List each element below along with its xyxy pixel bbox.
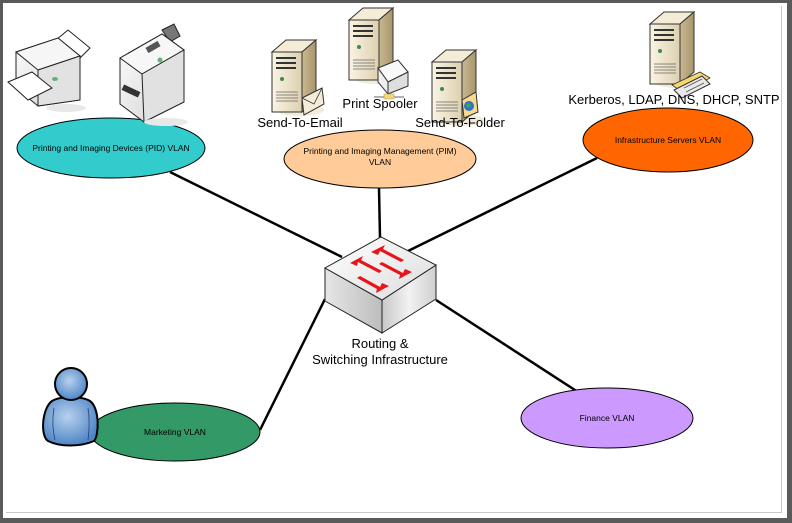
- hub-label-line2: Switching Infrastructure: [312, 352, 448, 367]
- inkjet-printer-icon: [7, 29, 91, 112]
- vlan-finance-ellipse[interactable]: [520, 387, 694, 449]
- send-to-folder-label: Send-To-Folder: [415, 115, 505, 130]
- vlan-finance-label: Finance VLAN: [579, 413, 635, 423]
- link-hub-to-finance: [435, 298, 579, 394]
- vlan-pim-label-line2: VLAN: [368, 157, 392, 167]
- network-switch-icon[interactable]: [323, 236, 437, 334]
- vlan-pid-ellipse[interactable]: [16, 117, 206, 179]
- link-hub-to-infra: [407, 156, 598, 253]
- vlan-pim-ellipse[interactable]: [283, 129, 477, 189]
- hub-label: Routing & Switching Infrastructure: [300, 336, 460, 368]
- switch-arrows-icon: [350, 245, 412, 293]
- send-to-email-label: Send-To-Email: [257, 115, 343, 130]
- laser-printer-icon: [119, 23, 188, 126]
- link-hub-to-pid: [169, 170, 343, 259]
- link-hub-to-marketing: [258, 298, 327, 431]
- print-spooler-label: Print Spooler: [342, 96, 418, 111]
- vlan-infra-ellipse[interactable]: [582, 107, 754, 173]
- user-icon: [42, 367, 99, 447]
- vlan-pim-label: Printing and Imaging Management (PIM) VL…: [284, 146, 476, 168]
- folder-server-icon: [431, 49, 485, 127]
- print-server-icon: [348, 7, 409, 100]
- connection-lines: [169, 156, 598, 431]
- vlan-marketing-label: Marketing VLAN: [144, 427, 206, 437]
- hub-label-line1: Routing &: [351, 336, 409, 351]
- infrastructure-server-icon: [649, 11, 711, 99]
- vlan-infra-label: Infrastructure Servers VLAN: [614, 135, 722, 145]
- vlan-pid-label: Printing and Imaging Devices (PID) VLAN: [32, 143, 190, 153]
- email-server-icon: [271, 39, 325, 117]
- link-hub-to-pim: [377, 187, 382, 239]
- vlan-pim-label-line1: Printing and Imaging Management (PIM): [303, 146, 457, 156]
- infra-services-label: Kerberos, LDAP, DNS, DHCP, SNTP: [568, 92, 780, 107]
